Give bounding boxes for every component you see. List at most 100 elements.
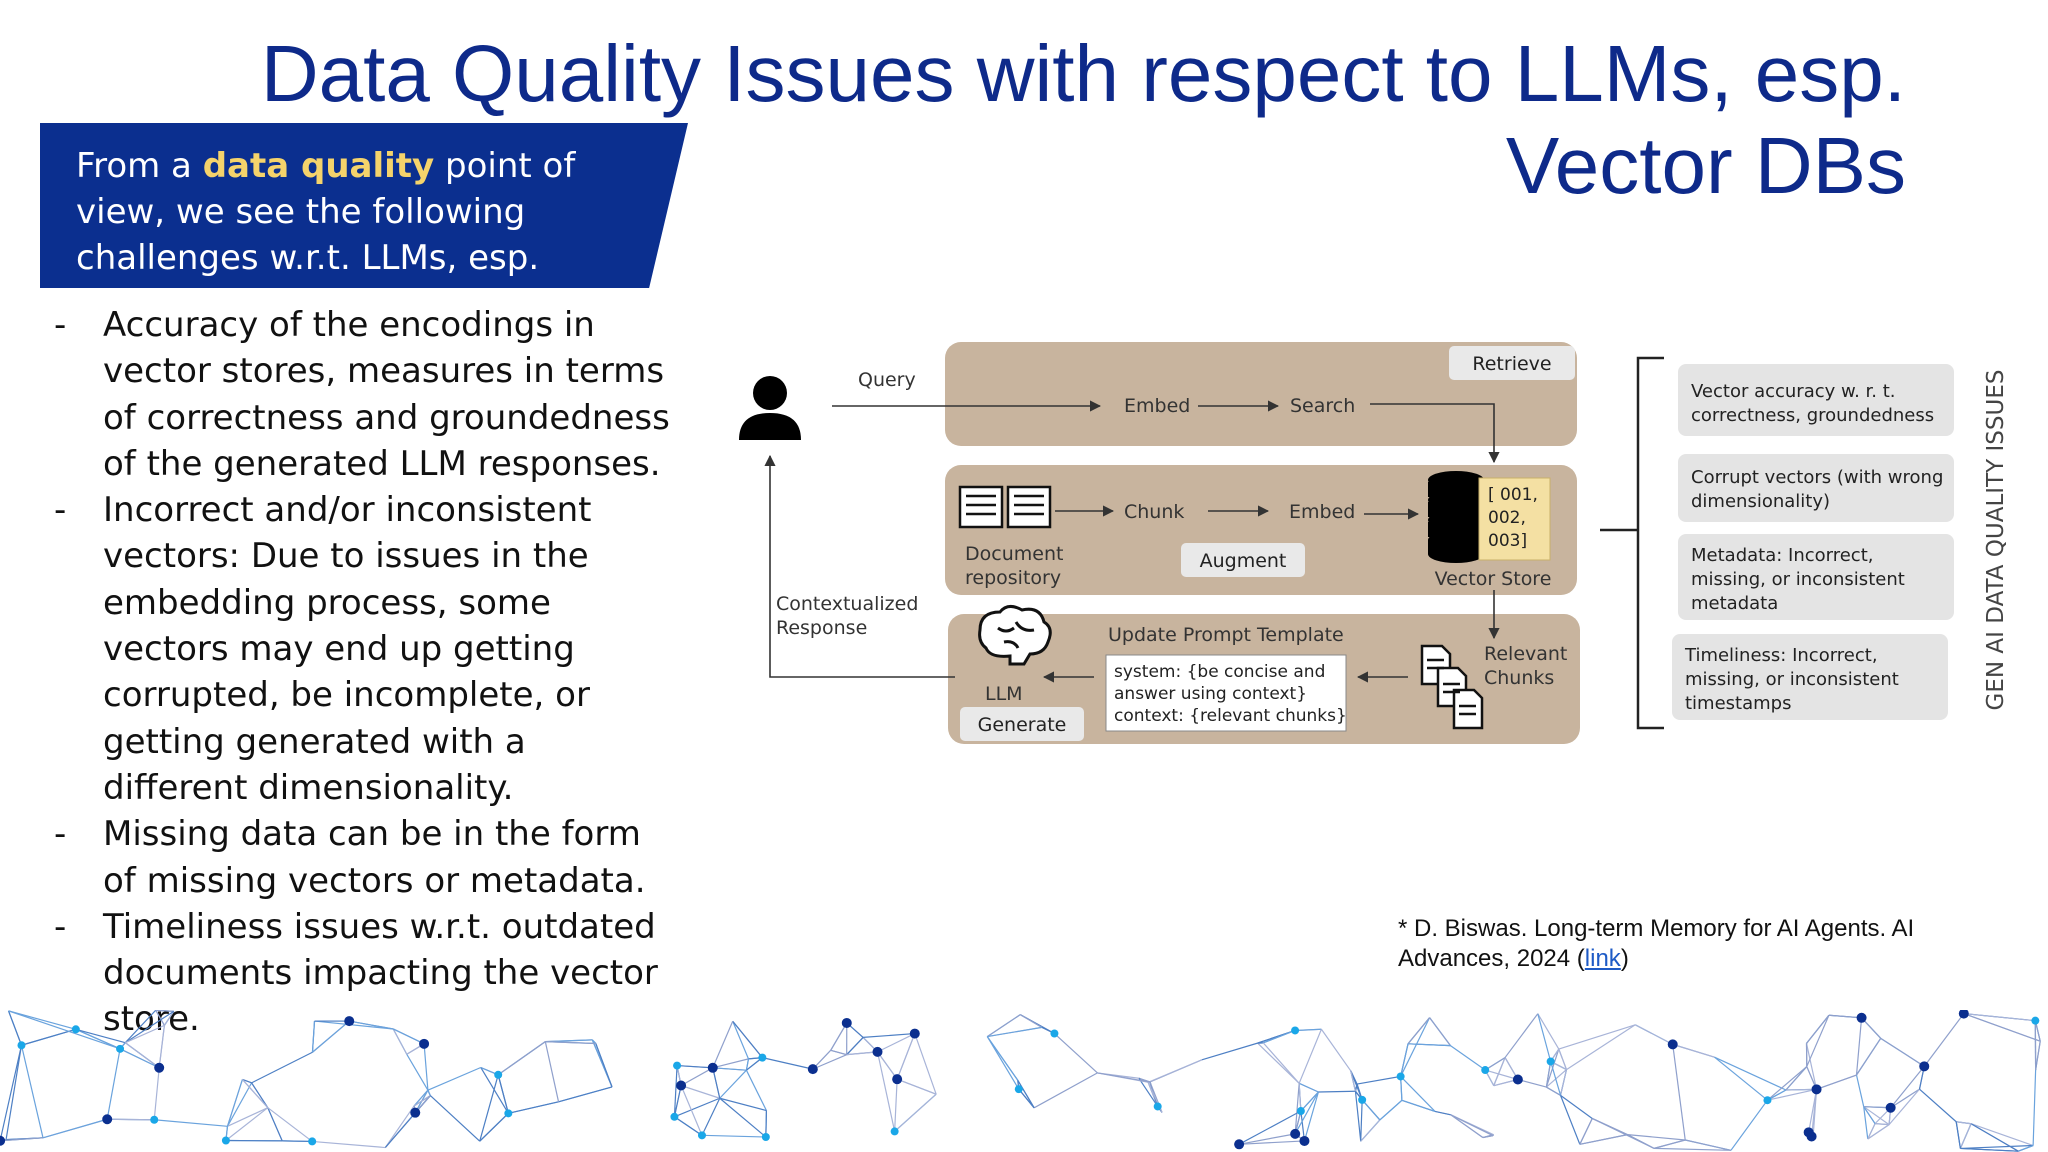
network-line	[1492, 1134, 1495, 1136]
network-line	[1579, 1134, 1628, 1145]
issue-box	[1678, 534, 1954, 620]
brain-icon	[978, 605, 1052, 666]
network-line	[311, 1021, 316, 1053]
network-line	[701, 1134, 766, 1138]
challenge-list: -Accuracy of the encodings in vector sto…	[50, 302, 670, 1043]
network-line	[1550, 1061, 1562, 1096]
network-line	[497, 1074, 509, 1114]
network-line	[1450, 1114, 1484, 1139]
network-line	[1919, 1088, 1957, 1123]
network-line	[1654, 1147, 1731, 1151]
retrieve-button	[1449, 346, 1575, 380]
relevant-chunks-label-2: Chunks	[1484, 667, 1554, 689]
network-node	[1396, 1072, 1405, 1081]
network-node	[807, 1064, 818, 1075]
network-line	[1379, 1099, 1403, 1121]
network-line	[1485, 1069, 1519, 1081]
network-line	[673, 1085, 682, 1117]
network-line	[830, 1022, 848, 1051]
network-line	[427, 1066, 481, 1091]
retrieve-panel	[945, 342, 1577, 446]
generate-label: Generate	[978, 714, 1067, 736]
network-node	[1234, 1139, 1245, 1150]
network-pattern-footer	[0, 1010, 2041, 1152]
network-node	[1481, 1066, 1490, 1075]
network-line	[155, 1010, 174, 1012]
network-node	[102, 1114, 113, 1125]
network-line	[812, 1054, 847, 1070]
network-line	[1239, 1140, 1305, 1145]
network-line	[1970, 1123, 2019, 1152]
network-line	[1970, 1123, 2034, 1147]
network-node	[892, 1074, 903, 1085]
issue-box	[1672, 634, 1948, 720]
network-line	[701, 1097, 721, 1136]
banner-post: point of view, we see the following chal…	[76, 146, 576, 324]
network-node	[1014, 1085, 1023, 1094]
network-line	[719, 1097, 767, 1112]
network-node	[758, 1053, 767, 1062]
network-line	[1808, 1089, 1818, 1133]
network-line	[1429, 1017, 1451, 1047]
prompt-template-box	[1105, 654, 1347, 732]
vector-line-1: [ 001,	[1488, 485, 1538, 505]
title-line-1: Data Quality Issues with respect to LLMs…	[260, 29, 1906, 118]
network-line	[1320, 1028, 1352, 1072]
network-node	[1290, 1128, 1301, 1139]
network-line	[21, 1028, 76, 1046]
network-node	[1296, 1107, 1305, 1116]
bullet-text: Incorrect and/or inconsistent vectors: D…	[103, 490, 592, 808]
network-line	[0, 1045, 23, 1141]
network-line	[1300, 1091, 1319, 1112]
network-line	[1298, 1083, 1302, 1112]
network-line	[719, 1069, 747, 1099]
network-line	[384, 1105, 415, 1148]
network-line	[1017, 1079, 1035, 1109]
network-node	[308, 1137, 317, 1146]
network-line	[349, 1020, 394, 1030]
network-line	[1546, 1086, 1561, 1096]
network-line	[1767, 1088, 1817, 1101]
network-line	[846, 1051, 878, 1056]
network-line	[406, 1053, 429, 1091]
list-item: -Timeliness issues w.r.t. outdated docum…	[50, 904, 670, 1043]
network-line	[20, 1045, 44, 1138]
network-line	[158, 1025, 165, 1068]
relevant-chunks-icon	[1420, 644, 1484, 730]
network-line	[251, 1051, 313, 1084]
citation-link[interactable]: link	[1584, 945, 1621, 972]
network-node	[2031, 1016, 2040, 1025]
network-node	[761, 1132, 770, 1141]
network-node	[221, 1136, 230, 1145]
network-line	[225, 1107, 269, 1141]
network-line	[392, 1028, 408, 1055]
network-line	[1714, 1056, 1768, 1101]
network-line	[677, 1064, 713, 1069]
issue-line: timestamps	[1685, 693, 1791, 714]
network-line	[1360, 1119, 1381, 1142]
slide-title: Data Quality Issues with respect to LLMs…	[146, 28, 1906, 212]
network-line	[1956, 1121, 1972, 1125]
network-line	[1828, 1014, 1862, 1019]
network-node	[410, 1107, 421, 1118]
network-line	[75, 1028, 121, 1050]
network-line	[680, 1067, 714, 1087]
network-node	[673, 1061, 682, 1070]
network-line	[1408, 1043, 1451, 1047]
network-line	[595, 1043, 613, 1088]
network-line	[1730, 1099, 1768, 1151]
search-to-store-arrow	[1370, 403, 1500, 464]
issue-line: Timeliness: Incorrect,	[1684, 645, 1878, 666]
network-line	[413, 1089, 429, 1107]
network-line	[226, 1079, 243, 1127]
network-line	[1816, 1074, 1857, 1090]
network-line	[1294, 1083, 1300, 1134]
network-line	[497, 1041, 546, 1076]
network-line	[251, 1082, 269, 1109]
bullet-text: Accuracy of the encodings in vector stor…	[103, 305, 670, 484]
chunk-label: Chunk	[1124, 501, 1184, 523]
network-node	[150, 1115, 159, 1124]
doc-repo-label-2: repository	[965, 567, 1061, 589]
network-line	[1863, 1106, 1876, 1124]
network-line	[1806, 1015, 1830, 1067]
